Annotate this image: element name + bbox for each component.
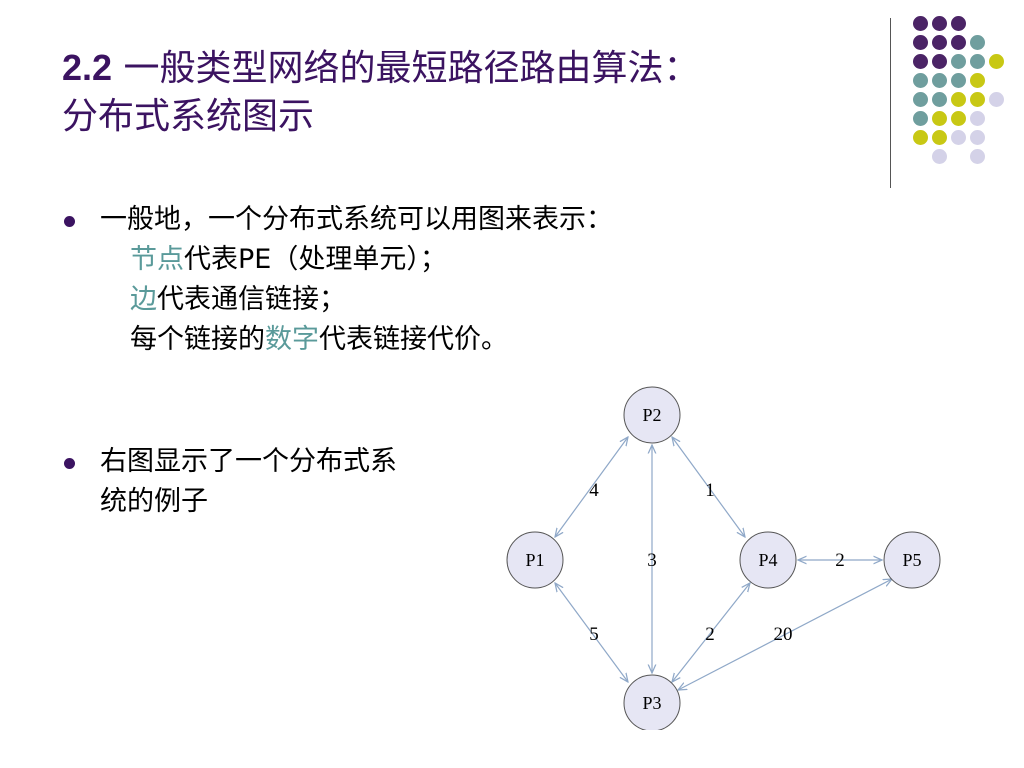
decor-dot <box>970 149 985 164</box>
sub-item-costs: 每个链接的数字代表链接代价。 <box>62 320 613 360</box>
graph-node-p3: P3 <box>623 674 681 730</box>
decor-dot <box>989 92 1004 107</box>
sub2-text: 代表通信链接； <box>157 284 346 315</box>
graph-node-p2: P2 <box>623 386 681 444</box>
decor-dot <box>932 92 947 107</box>
graph-node-p1: P1 <box>506 531 564 589</box>
bullet-item-graph-definition: 一般地，一个分布式系统可以用图来表示： <box>62 200 613 240</box>
edge-cost-label: 20 <box>774 624 793 645</box>
decor-dot <box>932 130 947 145</box>
decor-dot <box>932 54 947 69</box>
decor-dot <box>913 35 928 50</box>
edge-cost-label: 2 <box>835 550 845 571</box>
decor-dot <box>932 149 947 164</box>
decor-dot <box>970 54 985 69</box>
sub-item-edges: 边代表通信链接； <box>62 280 613 320</box>
bullet-list: 一般地，一个分布式系统可以用图来表示： 节点代表PE（处理单元）； 边代表通信链… <box>62 200 613 360</box>
graph-node-p5: P5 <box>883 531 941 589</box>
decor-dot <box>970 35 985 50</box>
distributed-system-graph: 4 1 3 2 5 2 20 P2 P1 P4 P5 P3 <box>506 386 941 730</box>
node-label: P4 <box>758 550 777 570</box>
decor-dot <box>951 73 966 88</box>
node-label: P3 <box>642 693 661 713</box>
sub-item-nodes: 节点代表PE（处理单元）； <box>62 240 613 280</box>
decor-dot <box>951 92 966 107</box>
bullet1-text: 一般地，一个分布式系统可以用图来表示： <box>100 204 613 235</box>
node-label: P1 <box>525 550 544 570</box>
decor-dot <box>913 54 928 69</box>
decor-dot <box>932 35 947 50</box>
decor-dot <box>913 92 928 107</box>
title-line1: 一般类型网络的最短路径路由算法： <box>112 48 700 89</box>
highlight-numbers: 数字 <box>265 324 319 355</box>
decor-dot <box>970 73 985 88</box>
decor-dot <box>951 130 966 145</box>
slide-title: 2.2 一般类型网络的最短路径路由算法： 分布式系统图示 <box>62 44 700 141</box>
bullet2-row: 右图显示了一个分布式系 统的例子 <box>62 442 522 522</box>
decor-dot <box>951 54 966 69</box>
title-section-number: 2.2 <box>62 47 113 88</box>
edge-cost-label: 2 <box>705 624 715 645</box>
decor-dot <box>932 111 947 126</box>
node-label: P5 <box>902 550 921 570</box>
edge-cost-label: 5 <box>589 624 599 645</box>
decor-dot <box>932 16 947 31</box>
highlight-edges: 边 <box>130 284 157 315</box>
highlight-nodes: 节点 <box>130 244 184 275</box>
decor-dot <box>913 16 928 31</box>
decor-dot <box>970 130 985 145</box>
edge-p2-p4 <box>672 437 745 537</box>
decor-dot <box>913 130 928 145</box>
sub3-prefix: 每个链接的 <box>130 324 265 355</box>
edge-cost-label: 1 <box>705 480 715 501</box>
edge-p5-p3 <box>678 579 892 690</box>
decor-dot <box>951 35 966 50</box>
decor-dot <box>989 54 1004 69</box>
decor-dot <box>932 73 947 88</box>
edge-p1-p3 <box>555 583 628 682</box>
decor-dot <box>913 111 928 126</box>
edge-cost-label: 4 <box>589 480 599 501</box>
decor-dot <box>913 73 928 88</box>
decor-dot <box>970 111 985 126</box>
decor-dot <box>951 111 966 126</box>
title-line2: 分布式系统图示 <box>62 96 315 137</box>
bullet-item-example: 右图显示了一个分布式系 统的例子 <box>62 442 522 522</box>
node-label: P2 <box>642 405 661 425</box>
sub1-text: 代表PE（处理单元）； <box>184 244 447 275</box>
sub3-text: 代表链接代价。 <box>319 324 508 355</box>
decor-dot <box>951 16 966 31</box>
bullet2-line1: 右图显示了一个分布式系 <box>100 446 397 477</box>
decor-dot <box>970 92 985 107</box>
graph-node-p4: P4 <box>739 531 797 589</box>
bullet2-line2: 统的例子 <box>100 486 208 517</box>
title-divider <box>890 18 891 188</box>
edge-p1-p2 <box>555 437 628 537</box>
bullet-dot-icon <box>64 216 75 227</box>
edge-cost-label: 3 <box>647 550 657 571</box>
bullet-dot-icon <box>64 458 75 469</box>
